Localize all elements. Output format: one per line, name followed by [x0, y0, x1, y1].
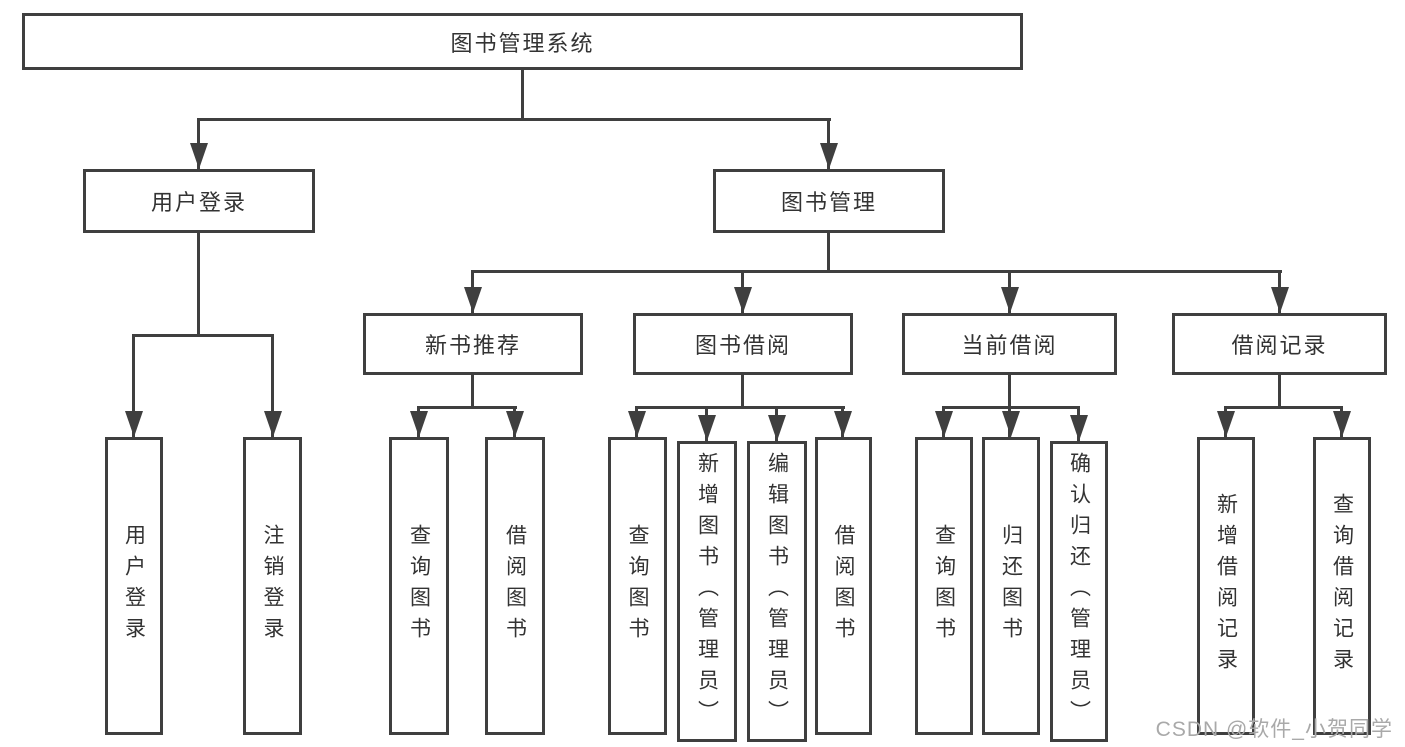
leaf-current-confirm-return-label: 确认归还（管理员）	[1067, 452, 1091, 731]
leaf-user-login-label: 用户登录	[122, 524, 146, 648]
watermark: CSDN @软件_小贺同学	[1155, 718, 1393, 741]
arrow-down-icon	[768, 415, 786, 441]
connector-line	[471, 270, 1282, 273]
connector-line	[741, 375, 744, 409]
connector-line	[942, 406, 1080, 409]
arrow-down-icon	[1333, 411, 1351, 437]
arrow-down-icon	[1271, 287, 1289, 313]
arrow-down-icon	[935, 411, 953, 437]
arrow-down-icon	[1002, 411, 1020, 437]
arrow-down-icon	[410, 411, 428, 437]
arrow-down-icon	[264, 411, 282, 437]
leaf-records-add-record: 新增借阅记录	[1197, 437, 1255, 735]
arrow-down-icon	[698, 415, 716, 441]
leaf-user-login: 用户登录	[105, 437, 163, 735]
node-current-borrow-label: 当前借阅	[961, 333, 1058, 358]
connector-line	[132, 334, 274, 337]
connector-line	[1278, 375, 1281, 409]
node-book-borrow-label: 图书借阅	[694, 333, 791, 358]
leaf-records-query-record: 查询借阅记录	[1313, 437, 1371, 735]
node-book-management-label: 图书管理	[780, 190, 877, 215]
leaf-current-confirm-return: 确认归还（管理员）	[1050, 441, 1108, 742]
leaf-current-query-books-label: 查询图书	[932, 524, 956, 648]
leaf-borrow-borrow-books: 借阅图书	[815, 437, 872, 735]
connector-line	[132, 334, 135, 437]
connector-line	[271, 334, 274, 437]
node-book-management: 图书管理	[713, 169, 945, 233]
node-book-borrow: 图书借阅	[633, 313, 853, 375]
arrow-down-icon	[190, 143, 208, 169]
connector-line	[1224, 406, 1343, 409]
node-user-login: 用户登录	[83, 169, 315, 233]
connector-line	[521, 70, 524, 120]
leaf-borrow-edit-books: 编辑图书（管理员）	[747, 441, 807, 742]
leaf-borrow-add-books-label: 新增图书（管理员）	[695, 452, 719, 731]
leaf-borrow-edit-books-label: 编辑图书（管理员）	[765, 452, 789, 731]
leaf-borrow-query-books-label: 查询图书	[626, 524, 650, 648]
leaf-borrow-add-books: 新增图书（管理员）	[677, 441, 737, 742]
arrow-down-icon	[125, 411, 143, 437]
leaf-recommend-query-books-label: 查询图书	[407, 524, 431, 648]
node-root: 图书管理系统	[22, 13, 1023, 70]
arrow-down-icon	[506, 411, 524, 437]
leaf-recommend-borrow-books: 借阅图书	[485, 437, 545, 735]
arrow-down-icon	[464, 287, 482, 313]
node-current-borrow: 当前借阅	[902, 313, 1117, 375]
leaf-records-add-record-label: 新增借阅记录	[1214, 493, 1238, 679]
connector-line	[417, 406, 517, 409]
arrow-down-icon	[734, 287, 752, 313]
arrow-down-icon	[820, 143, 838, 169]
arrow-down-icon	[1001, 287, 1019, 313]
connector-line	[827, 233, 830, 272]
arrow-down-icon	[1070, 415, 1088, 441]
node-new-book-recommend: 新书推荐	[363, 313, 583, 375]
leaf-current-return-books: 归还图书	[982, 437, 1040, 735]
connector-line	[635, 406, 845, 409]
arrow-down-icon	[1217, 411, 1235, 437]
connector-line	[471, 375, 474, 409]
arrow-down-icon	[834, 411, 852, 437]
leaf-recommend-borrow-books-label: 借阅图书	[503, 524, 527, 648]
leaf-current-return-books-label: 归还图书	[999, 524, 1023, 648]
connector-line	[197, 118, 831, 121]
connector-line	[1008, 375, 1011, 409]
connector-line	[197, 233, 200, 337]
leaf-records-query-record-label: 查询借阅记录	[1330, 493, 1354, 679]
node-borrow-records: 借阅记录	[1172, 313, 1387, 375]
leaf-logout-label: 注销登录	[261, 524, 285, 648]
node-borrow-records-label: 借阅记录	[1231, 333, 1328, 358]
leaf-current-query-books: 查询图书	[915, 437, 973, 735]
node-root-label: 图书管理系统	[450, 30, 595, 56]
leaf-borrow-borrow-books-label: 借阅图书	[832, 524, 856, 648]
node-new-book-recommend-label: 新书推荐	[424, 333, 521, 358]
arrow-down-icon	[628, 411, 646, 437]
leaf-logout: 注销登录	[243, 437, 302, 735]
leaf-borrow-query-books: 查询图书	[608, 437, 667, 735]
leaf-recommend-query-books: 查询图书	[389, 437, 449, 735]
node-user-login-label: 用户登录	[150, 190, 247, 215]
